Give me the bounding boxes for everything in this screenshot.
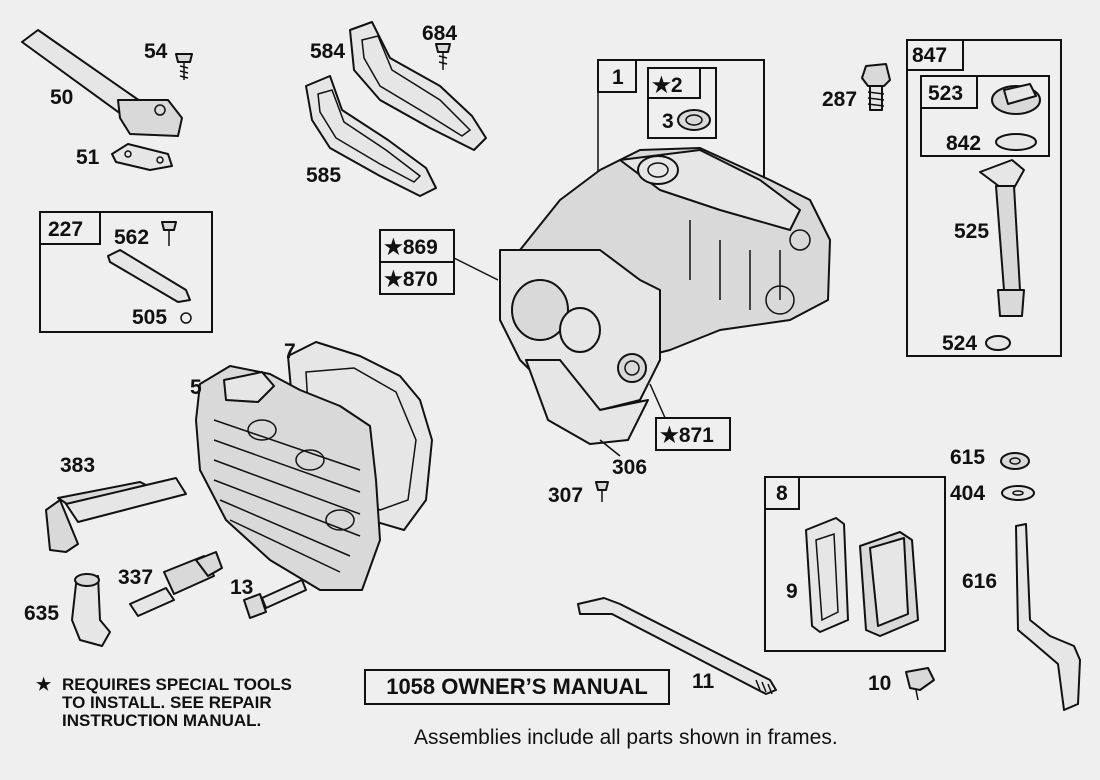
frame-8-assembly	[764, 476, 946, 652]
tag-871	[655, 417, 731, 451]
label-383: 383	[60, 454, 95, 477]
label-635: 635	[24, 602, 59, 625]
label-11: 11	[692, 670, 715, 693]
label-842: 842	[946, 132, 981, 155]
frame-1-tag	[597, 59, 637, 93]
label-616: 616	[962, 570, 997, 593]
label-870: ★870	[384, 268, 438, 291]
label-337: 337	[118, 566, 153, 589]
part-585-gasket	[305, 75, 437, 197]
part-525-tube	[979, 159, 1025, 317]
label-404: 404	[950, 482, 985, 505]
frame-847-dipstick	[906, 39, 1062, 357]
part-524-o-ring	[985, 335, 1011, 351]
label-10: 10	[868, 672, 891, 695]
label-50: 50	[50, 86, 73, 109]
label-615: 615	[950, 446, 985, 469]
part-337-spark-plug	[129, 551, 223, 617]
label-871: ★871	[660, 424, 714, 447]
label-13: 13	[230, 576, 253, 599]
label-523: 523	[928, 82, 963, 105]
part-54-screw	[175, 53, 193, 80]
part-13-bolt	[243, 579, 307, 619]
label-51: 51	[76, 146, 100, 169]
label-306: 306	[612, 456, 647, 479]
assemblies-note: Assemblies include all parts shown in fr…	[414, 726, 838, 749]
star-icon: ★	[36, 675, 52, 694]
part-615-washer	[1000, 452, 1030, 470]
frame-523-subassembly	[920, 75, 1050, 157]
label-1: 1	[612, 66, 624, 89]
label-505: 505	[132, 306, 167, 329]
frame-1-crankcase	[598, 59, 765, 190]
label-847: 847	[912, 44, 947, 67]
label-287: 287	[822, 88, 857, 111]
label-307: 307	[548, 484, 583, 507]
part-51-gasket	[111, 143, 173, 171]
label-525: 525	[954, 220, 989, 243]
label-3: 3	[662, 110, 674, 133]
label-562: 562	[114, 226, 149, 249]
part-5-cylinder-head	[195, 365, 381, 591]
owners-manual-box: 1058 OWNER’S MANUAL	[364, 669, 670, 705]
part-8-cover	[859, 531, 919, 637]
part-383-tool	[45, 477, 187, 553]
label-54: 54	[144, 40, 168, 63]
label-2: ★2	[652, 74, 683, 97]
label-524: 524	[942, 332, 977, 355]
label-585: 585	[306, 164, 341, 187]
part-50-tube	[21, 29, 183, 137]
part-842-o-ring	[995, 133, 1037, 151]
part-10-screw	[905, 667, 935, 701]
label-584: 584	[310, 40, 345, 63]
part-307-screw	[595, 481, 609, 502]
part-11-rod	[577, 597, 777, 695]
label-9: 9	[786, 580, 798, 603]
part-584-gasket	[349, 21, 487, 151]
label-684: 684	[422, 22, 457, 45]
crankcase-block	[499, 147, 831, 445]
part-684-screw	[435, 43, 451, 70]
label-227: 227	[48, 218, 83, 241]
label-5: 5	[190, 376, 202, 399]
part-616-lever	[1015, 523, 1081, 711]
part-505-lever	[107, 249, 192, 324]
label-869: ★869	[384, 236, 438, 259]
special-tools-line-3: INSTRUCTION MANUAL.	[62, 711, 262, 730]
part-9-gasket	[805, 517, 849, 633]
label-8: 8	[776, 482, 788, 505]
part-523-cap	[991, 83, 1041, 115]
tag-869	[379, 229, 455, 263]
part-3-seal	[677, 109, 711, 131]
label-7: 7	[284, 340, 296, 363]
part-635-boot	[71, 573, 111, 647]
part-404-washer	[1001, 485, 1035, 501]
special-tools-note: ★ REQUIRES SPECIAL TOOLS TO INSTALL. SEE…	[36, 676, 356, 730]
special-tools-line-1: REQUIRES SPECIAL TOOLS	[62, 675, 292, 694]
tag-870	[379, 261, 455, 295]
special-tools-line-2: TO INSTALL. SEE REPAIR	[62, 693, 272, 712]
part-287-bolt	[861, 63, 891, 111]
part-562-screw	[161, 221, 177, 246]
frame-227-assembly	[39, 211, 213, 333]
